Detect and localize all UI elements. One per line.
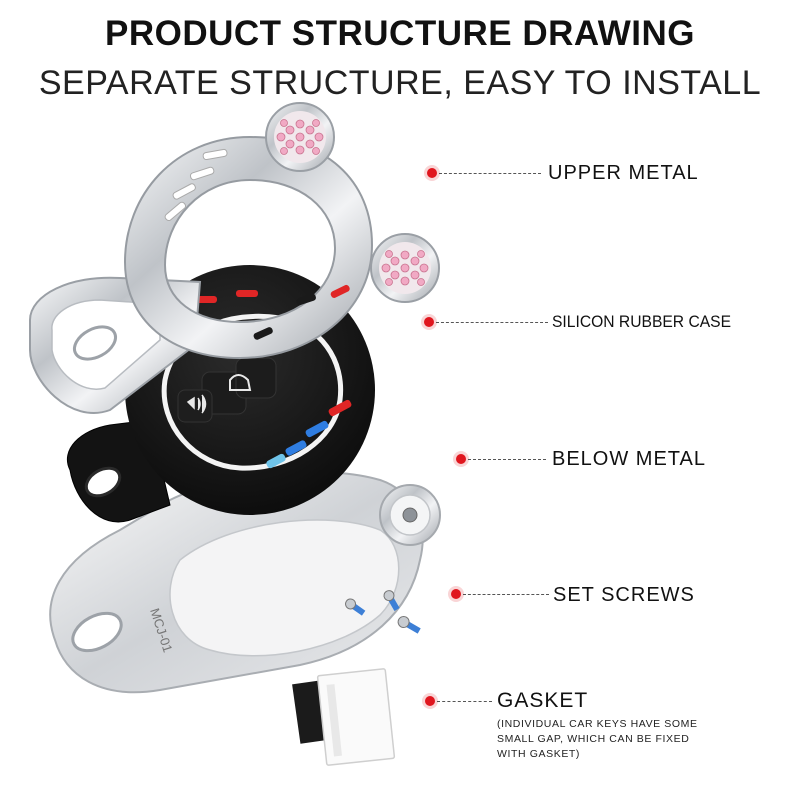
set-screws-part <box>345 590 421 634</box>
callout-upper-metal <box>427 162 541 184</box>
gasket-note: (INDIVIDUAL CAR KEYS HAVE SOME SMALL GAP… <box>497 718 698 760</box>
callout-below-metal <box>456 448 546 470</box>
callout-dot <box>427 168 437 178</box>
label-gasket: GASKET <box>497 689 589 712</box>
callout-dot <box>424 317 434 327</box>
callout-silicon-rubber-case <box>424 311 548 333</box>
callout-gasket <box>425 690 492 712</box>
callout-leader <box>468 458 546 460</box>
callout-leader <box>437 700 492 702</box>
callout-leader <box>436 321 548 323</box>
below-metal-shell: MCJ-01 <box>49 470 441 694</box>
upper-metal-frame <box>29 135 374 414</box>
page-subtitle: SEPARATE STRUCTURE, EASY TO INSTALL <box>38 64 762 102</box>
crystal-ear-left <box>265 102 335 172</box>
callout-leader <box>463 593 549 595</box>
crystal-ear-right <box>370 233 440 303</box>
page-title: PRODUCT STRUCTURE DRAWING <box>105 14 695 53</box>
callout-dot <box>456 454 466 464</box>
callout-dot <box>425 696 435 706</box>
label-below-metal: BELOW METAL <box>552 448 706 470</box>
callout-set-screws <box>451 583 549 605</box>
callout-leader <box>439 172 541 174</box>
callout-dot <box>451 589 461 599</box>
label-silicon-rubber-case: SILICON RUBBER CASE <box>552 312 732 331</box>
label-upper-metal: UPPER METAL <box>548 162 699 184</box>
label-set-screws: SET SCREWS <box>553 584 695 606</box>
gasket-part <box>292 668 396 766</box>
